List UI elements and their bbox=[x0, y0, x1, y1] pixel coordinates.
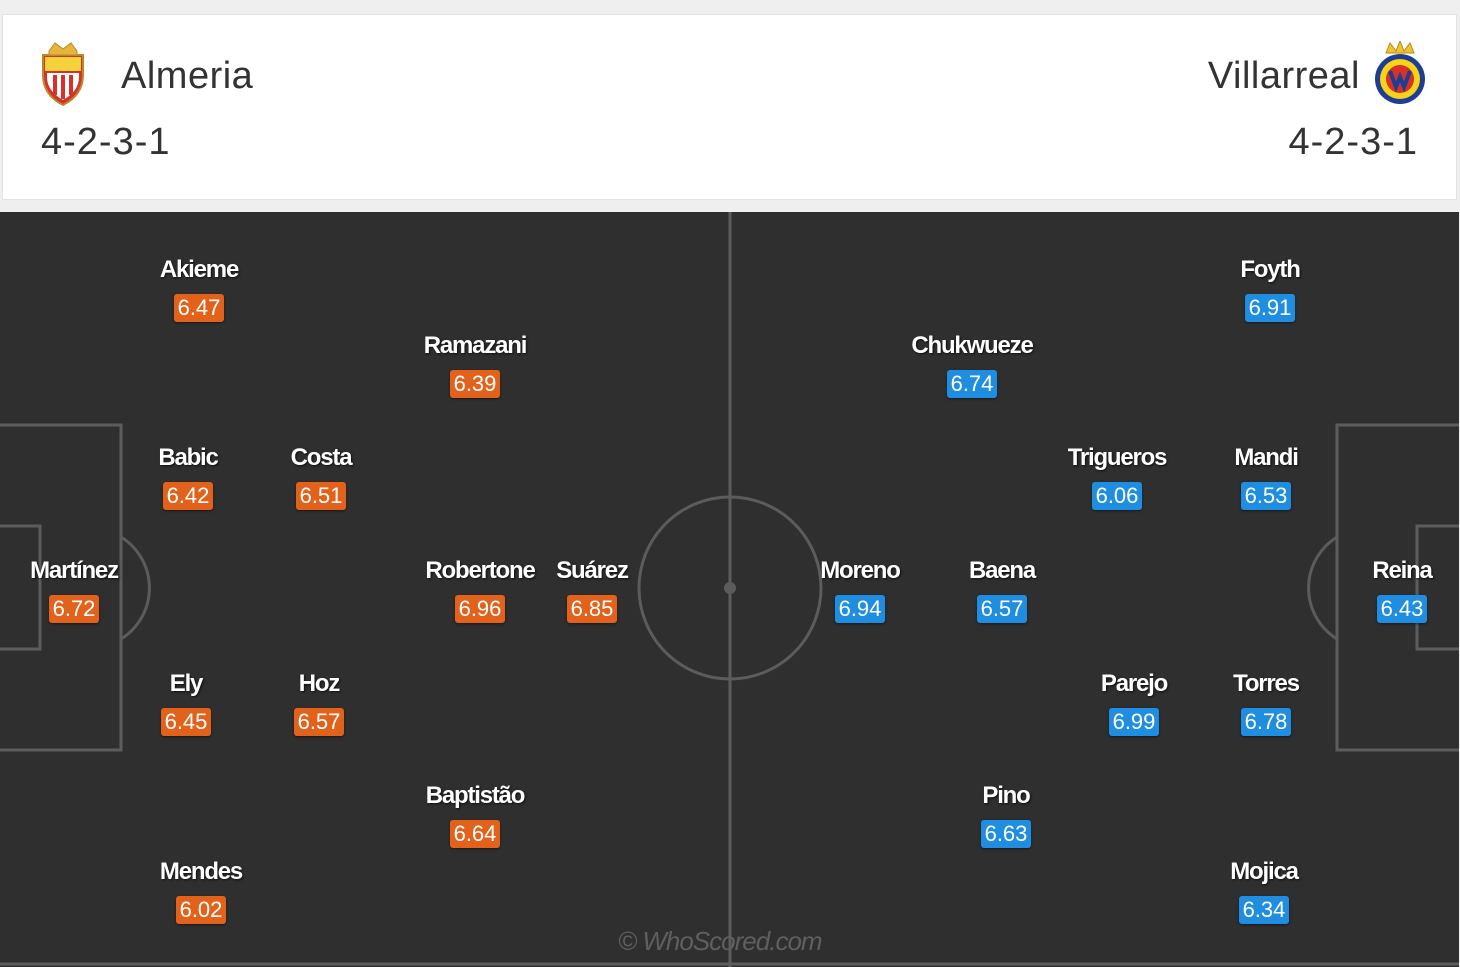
player-parejo[interactable]: Parejo 6.99 bbox=[1064, 670, 1204, 736]
player-akieme[interactable]: Akieme 6.47 bbox=[129, 256, 269, 322]
player-name: Babic bbox=[158, 444, 219, 471]
rating-badge: 6.91 bbox=[1244, 294, 1296, 322]
player-name: Hoz bbox=[298, 670, 341, 697]
rating-badge: 6.45 bbox=[160, 708, 212, 736]
player-reina[interactable]: Reina 6.43 bbox=[1332, 557, 1459, 623]
player-mojica[interactable]: Mojica 6.34 bbox=[1194, 858, 1334, 924]
player-name: Foyth bbox=[1240, 256, 1301, 283]
rating-badge: 6.42 bbox=[162, 482, 214, 510]
player-mandi[interactable]: Mandi 6.53 bbox=[1196, 444, 1336, 510]
player-martinez[interactable]: Martínez 6.72 bbox=[4, 557, 144, 623]
player-name: Moreno bbox=[820, 557, 901, 584]
player-name: Mojica bbox=[1230, 858, 1299, 885]
rating-badge: 6.53 bbox=[1240, 482, 1292, 510]
almeria-crest-icon bbox=[42, 42, 84, 107]
player-costa[interactable]: Costa 6.51 bbox=[251, 444, 391, 510]
player-name: Pino bbox=[982, 782, 1030, 809]
player-name: Akieme bbox=[159, 256, 239, 283]
rating-badge: 6.78 bbox=[1240, 708, 1292, 736]
player-suarez[interactable]: Suárez 6.85 bbox=[522, 557, 662, 623]
rating-badge: 6.85 bbox=[566, 595, 618, 623]
player-moreno[interactable]: Moreno 6.94 bbox=[790, 557, 930, 623]
away-formation: 4-2-3-1 bbox=[1288, 121, 1418, 163]
rating-badge: 6.02 bbox=[175, 896, 227, 924]
player-name: Chukwueze bbox=[911, 332, 1033, 359]
rating-badge: 6.94 bbox=[834, 595, 886, 623]
rating-badge: 6.96 bbox=[454, 595, 506, 623]
rating-badge: 6.99 bbox=[1108, 708, 1160, 736]
player-name: Ely bbox=[169, 670, 204, 697]
player-name: Mendes bbox=[159, 858, 243, 885]
rating-badge: 6.39 bbox=[449, 370, 501, 398]
player-name: Robertone bbox=[425, 557, 535, 584]
player-name: Mandi bbox=[1234, 444, 1299, 471]
player-name: Martínez bbox=[30, 557, 119, 584]
home-formation: 4-2-3-1 bbox=[41, 121, 171, 163]
player-name: Parejo bbox=[1100, 670, 1168, 697]
player-name: Trigueros bbox=[1067, 444, 1168, 471]
pitch-markings bbox=[0, 212, 1459, 967]
watermark: © WhoScored.com bbox=[618, 926, 823, 956]
player-name: Baptistão bbox=[425, 782, 526, 809]
player-robertone[interactable]: Robertone 6.96 bbox=[410, 557, 550, 623]
player-name: Reina bbox=[1372, 557, 1433, 584]
rating-badge: 6.74 bbox=[946, 370, 998, 398]
player-trigueros[interactable]: Trigueros 6.06 bbox=[1047, 444, 1187, 510]
player-torres[interactable]: Torres 6.78 bbox=[1196, 670, 1336, 736]
villarreal-crest-icon bbox=[1375, 41, 1425, 104]
player-babic[interactable]: Babic 6.42 bbox=[118, 444, 258, 510]
player-chukwueze[interactable]: Chukwueze 6.74 bbox=[902, 332, 1042, 398]
player-baena[interactable]: Baena 6.57 bbox=[932, 557, 1072, 623]
player-name: Torres bbox=[1233, 670, 1300, 697]
rating-badge: 6.47 bbox=[173, 294, 225, 322]
rating-badge: 6.43 bbox=[1376, 595, 1428, 623]
player-pino[interactable]: Pino 6.63 bbox=[936, 782, 1076, 848]
rating-badge: 6.72 bbox=[48, 595, 100, 623]
rating-badge: 6.57 bbox=[293, 708, 345, 736]
player-name: Costa bbox=[290, 444, 353, 471]
away-team-name[interactable]: Villarreal bbox=[1207, 55, 1360, 97]
player-name: Baena bbox=[968, 557, 1036, 584]
rating-badge: 6.64 bbox=[449, 820, 501, 848]
player-foyth[interactable]: Foyth 6.91 bbox=[1200, 256, 1340, 322]
player-name: Suárez bbox=[556, 557, 629, 584]
match-header: Almeria 4-2-3-1 Villarreal 4-2-3-1 bbox=[2, 14, 1457, 200]
player-ely[interactable]: Ely 6.45 bbox=[116, 670, 256, 736]
player-mendes[interactable]: Mendes 6.02 bbox=[131, 858, 271, 924]
player-hoz[interactable]: Hoz 6.57 bbox=[249, 670, 389, 736]
player-ramazani[interactable]: Ramazani 6.39 bbox=[405, 332, 545, 398]
pitch: Akieme 6.47 Ramazani 6.39 Babic 6.42 Cos… bbox=[0, 212, 1459, 967]
rating-badge: 6.51 bbox=[295, 482, 347, 510]
rating-badge: 6.57 bbox=[976, 595, 1028, 623]
rating-badge: 6.06 bbox=[1091, 482, 1143, 510]
rating-badge: 6.63 bbox=[980, 820, 1032, 848]
player-name: Ramazani bbox=[423, 332, 528, 359]
home-team-name[interactable]: Almeria bbox=[121, 55, 254, 97]
rating-badge: 6.34 bbox=[1238, 896, 1290, 924]
player-baptistao[interactable]: Baptistão 6.64 bbox=[405, 782, 545, 848]
